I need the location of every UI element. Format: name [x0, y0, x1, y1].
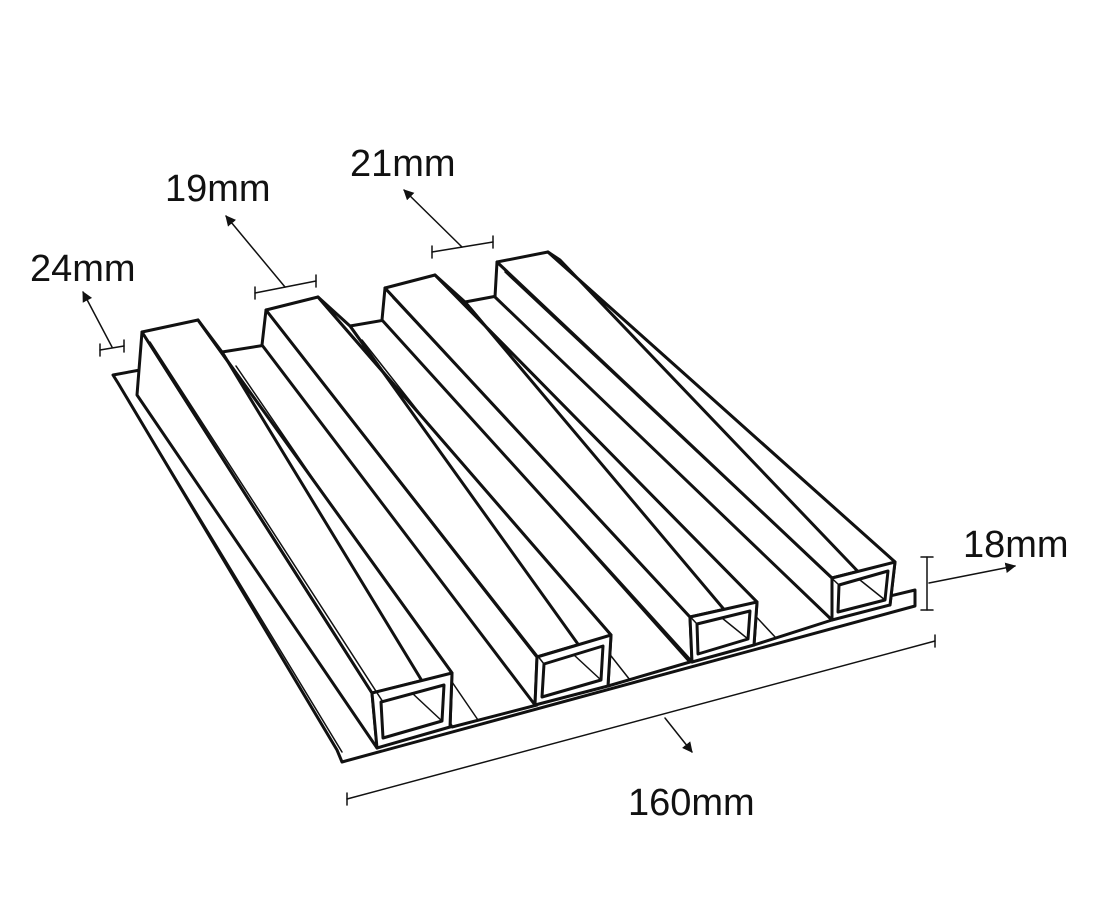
label-24mm: 24mm — [30, 248, 136, 290]
dimension-160mm: 160mm — [346, 634, 936, 824]
label-160mm: 160mm — [628, 782, 755, 824]
slat-4 — [493, 250, 897, 622]
label-19mm: 19mm — [165, 168, 271, 210]
slat-2 — [260, 295, 613, 707]
dimension-19mm: 19mm — [165, 168, 317, 300]
dimension-18mm: 18mm — [920, 524, 1069, 611]
dimension-21mm: 21mm — [350, 143, 494, 259]
label-21mm: 21mm — [350, 143, 456, 185]
label-18mm: 18mm — [963, 524, 1069, 566]
slat-3 — [380, 273, 759, 664]
dimension-24mm: 24mm — [30, 248, 136, 357]
slat-1 — [135, 318, 454, 750]
